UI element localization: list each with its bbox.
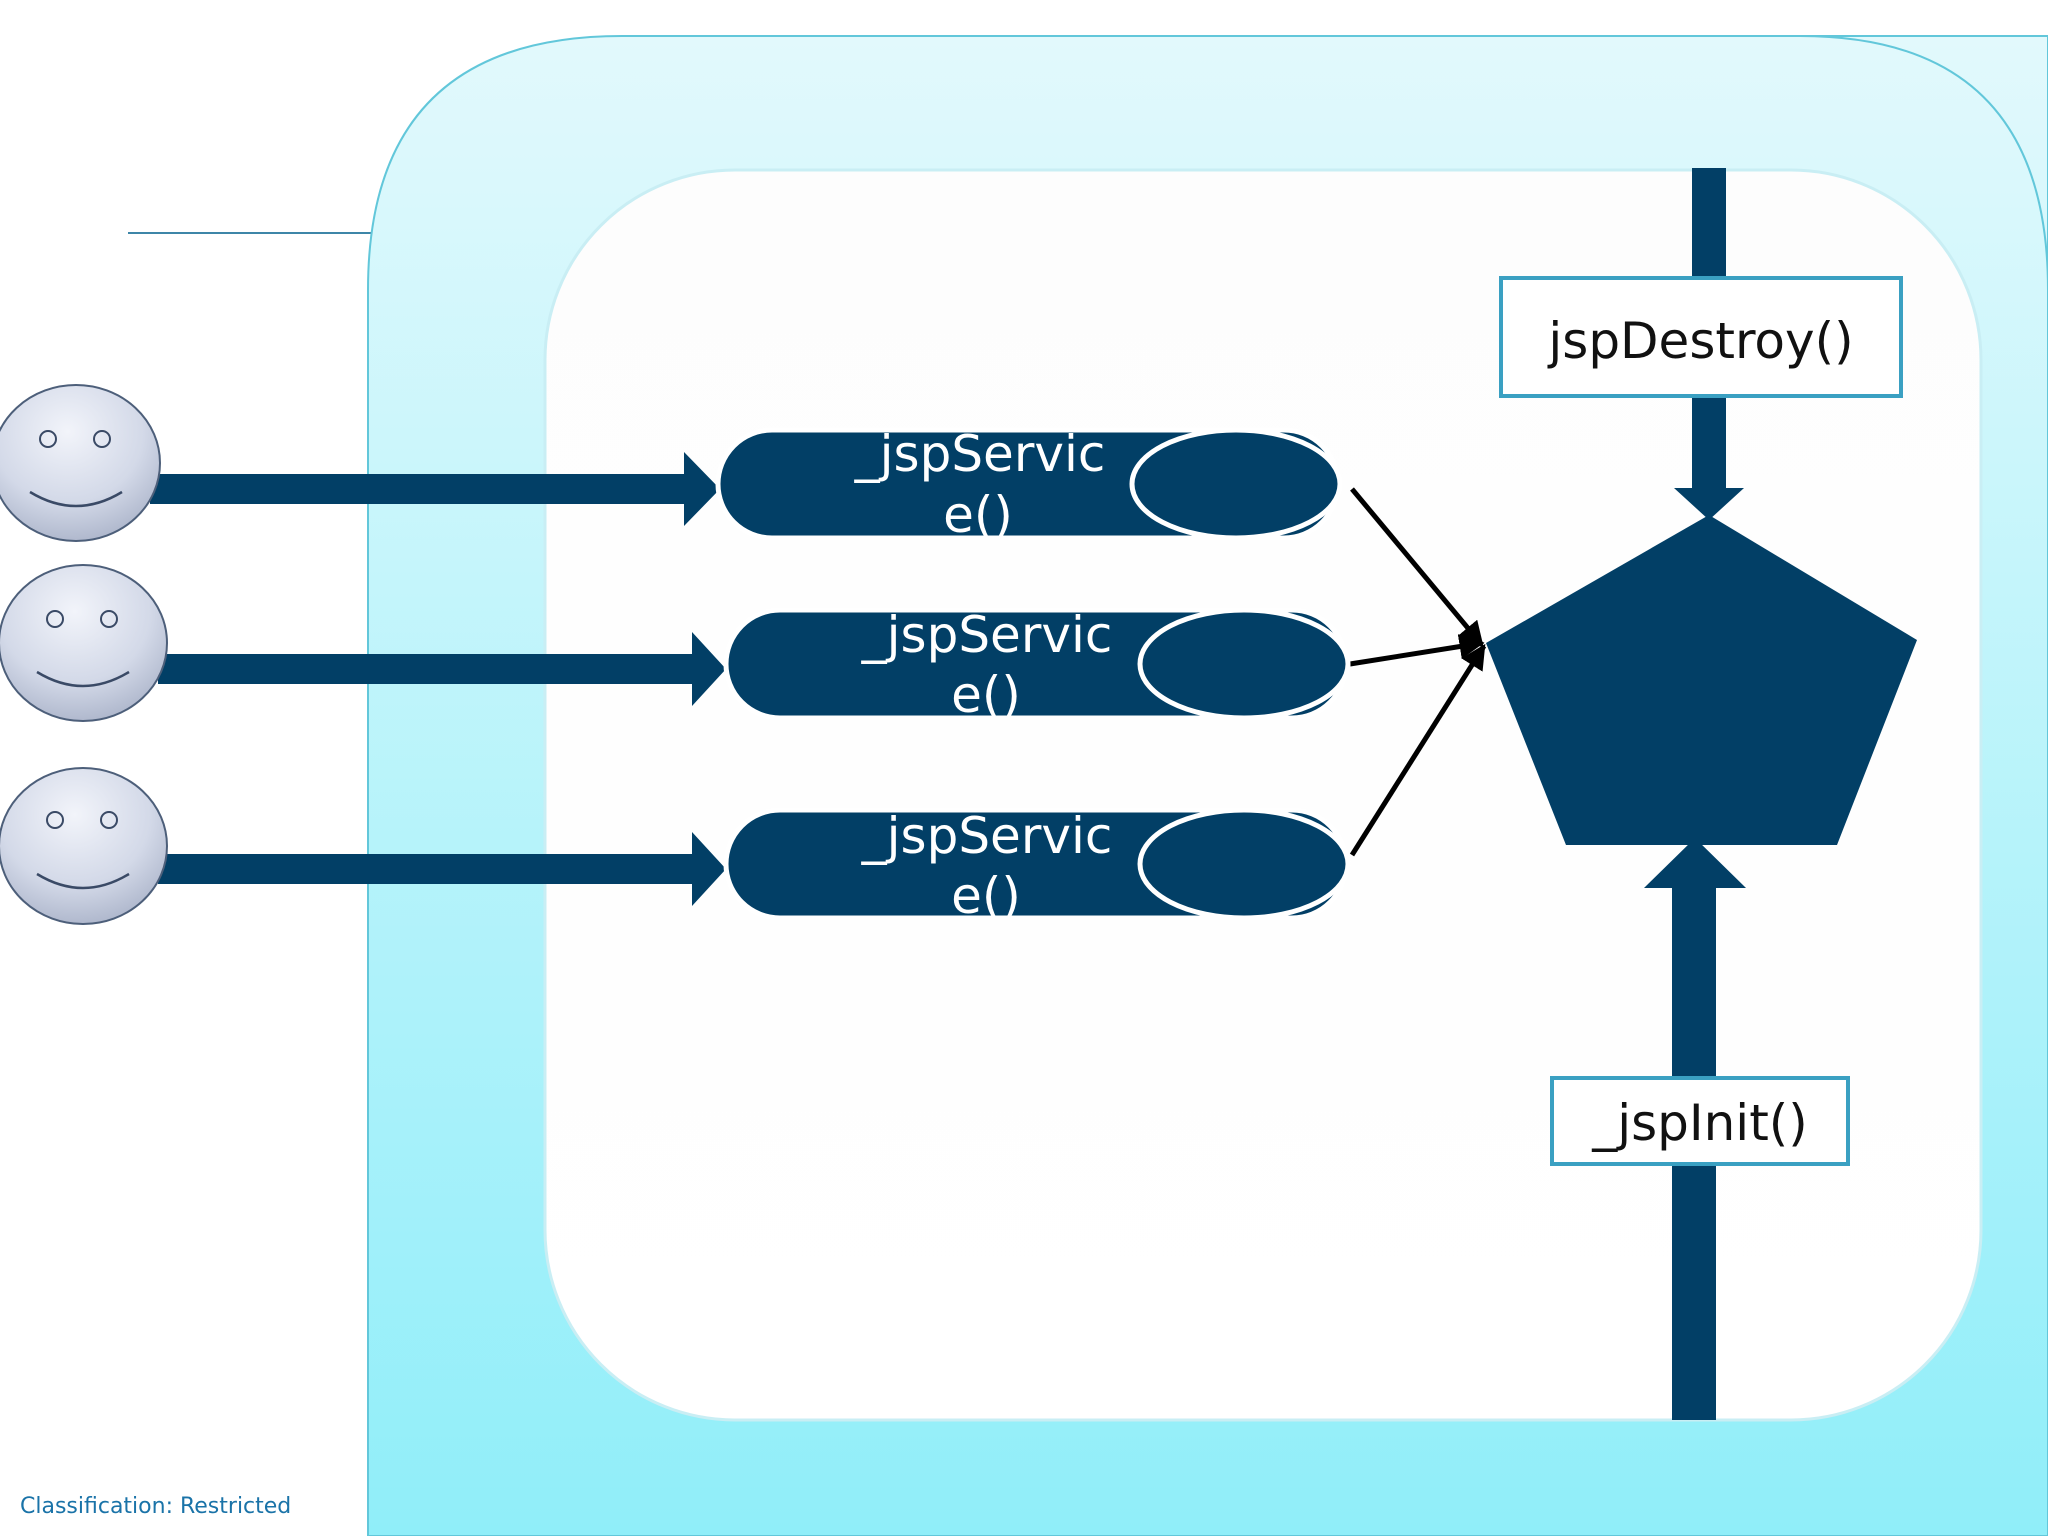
service-node-2: _jspServic e() [723,606,1351,724]
init-box: _jspInit() [1550,1076,1850,1166]
smiley-eye-left [39,430,57,448]
smiley-eye-right [93,430,111,448]
smiley-mouth [36,872,130,890]
request-arrowhead [684,452,720,526]
service-label-line2: e() [951,867,1021,925]
destroy-box: jspDestroy() [1499,276,1903,398]
service-label-line2: e() [951,666,1021,724]
smiley-mouth [36,670,130,688]
service-node-1: _jspServic e() [715,425,1343,544]
client-3 [0,767,726,925]
service-connector-1 [1350,487,1484,647]
init-arrowhead [1644,838,1746,888]
smiley-eye-right [100,811,118,829]
service-cylinder-cap [1137,807,1351,921]
service-label-line1: _jspServic [861,807,1113,865]
smiley-face-icon [0,564,168,722]
request-arrow-shaft [158,854,698,884]
client-1 [0,384,720,542]
smiley-eye-right [100,610,118,628]
request-arrowhead [692,832,726,906]
request-arrowhead [692,632,726,706]
destroy-label: jspDestroy() [1547,312,1853,370]
smiley-face-icon [0,767,168,925]
destroy-arrowhead [1674,488,1744,520]
smiley-eye-left [46,811,64,829]
service-label-line1: _jspServic [861,606,1113,664]
request-arrow-shaft [158,654,698,684]
servlet-pentagon [1486,515,1917,845]
service-label-line2: e() [943,486,1013,544]
client-2 [0,564,726,722]
service-connector-2 [1349,634,1485,667]
service-connector-3 [1349,643,1487,857]
smiley-eye-left [46,610,64,628]
service-node-3: _jspServic e() [723,807,1351,925]
service-label-line1: _jspServic [854,425,1106,483]
smiley-mouth [29,490,123,508]
init-label: _jspInit() [1591,1094,1808,1152]
service-cylinder-cap [1137,607,1351,721]
container-outer-corner [1799,35,2048,291]
service-cylinder-cap [1129,427,1343,541]
classification-label: Classification: Restricted [20,1494,292,1519]
smiley-face-icon [0,384,161,542]
request-arrow-shaft [150,474,690,504]
